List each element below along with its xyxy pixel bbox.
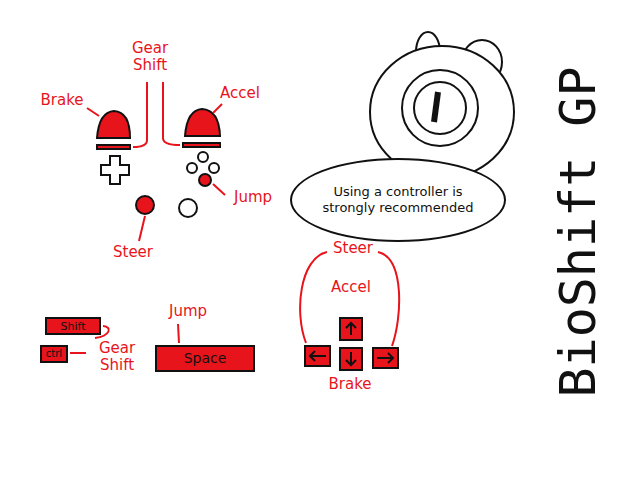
accel-label: Accel <box>325 279 377 296</box>
accel-label: Accel <box>214 85 266 102</box>
creature <box>370 32 514 178</box>
space-key-text: Space <box>184 350 227 367</box>
shift-key-text: Shift <box>60 320 85 333</box>
brake-label: Brake <box>322 376 378 393</box>
controller <box>97 109 220 217</box>
steer-label: Steer <box>106 244 160 261</box>
gear-shift-label: Gear Shift <box>122 40 178 74</box>
speech-bubble: Using a controller is strongly recommend… <box>290 158 506 242</box>
ctrl-key-text: ctrl <box>46 348 62 360</box>
speech-bubble-text: Using a controller is strongly recommend… <box>320 184 476 216</box>
ctrl-key: ctrl <box>40 345 68 363</box>
space-key: Space <box>155 345 255 372</box>
steer-label: Steer <box>326 240 380 257</box>
jump-label: Jump <box>162 303 214 320</box>
gear-shift-label: Gear Shift <box>89 340 145 374</box>
shift-key: Shift <box>45 317 101 335</box>
arrow-keys <box>305 318 398 370</box>
title: BioShift GP <box>550 66 606 397</box>
jump-label: Jump <box>227 189 279 206</box>
brake-label: Brake <box>36 92 88 109</box>
